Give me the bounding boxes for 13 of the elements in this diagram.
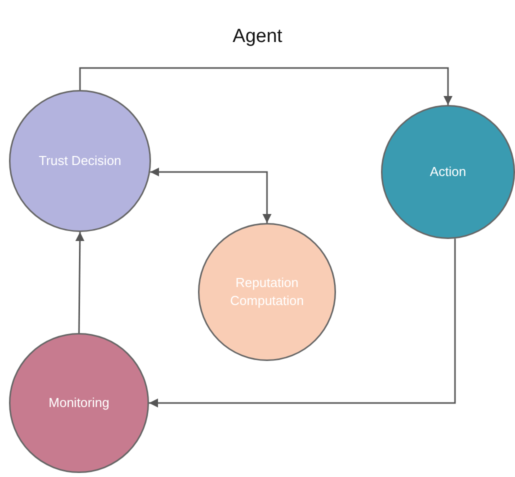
arrow (75, 232, 84, 333)
arrow (150, 168, 272, 223)
circle-node (9, 333, 149, 473)
node-label: Reputation Computation (229, 274, 305, 310)
circle-node (9, 90, 151, 232)
circle-node (381, 105, 515, 239)
arrow (149, 238, 456, 408)
diagram-title: Agent (232, 26, 284, 48)
arrow (79, 67, 452, 105)
circle-node (198, 223, 336, 361)
node-label: Action (428, 163, 468, 181)
node-label: Trust Decision (38, 152, 122, 170)
node-label: Monitoring (48, 394, 110, 412)
